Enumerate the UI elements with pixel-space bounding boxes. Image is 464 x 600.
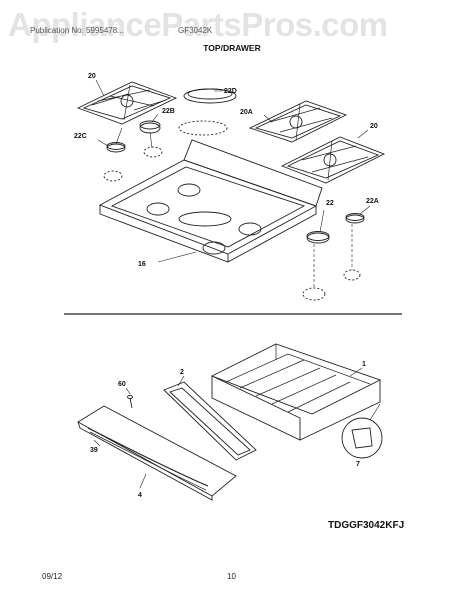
publication-number: Publication No: 5995478... — [30, 26, 124, 35]
screw-60 — [127, 395, 133, 409]
page-number: 10 — [227, 572, 236, 581]
model-header: GF3042K — [178, 26, 213, 35]
footer-date: 09/12 — [42, 572, 63, 581]
right-burner-grate-20a — [248, 100, 348, 143]
burner-head — [143, 146, 163, 158]
drawer-liner-frame-2 — [163, 381, 257, 461]
callout-60: 60 — [118, 381, 126, 388]
callout-7: 7 — [356, 461, 360, 468]
burner-head-front — [302, 287, 326, 301]
drawer-body-1 — [210, 343, 382, 441]
callout-4: 4 — [138, 492, 142, 499]
drawer-assembly — [77, 343, 383, 501]
callout-22b: 22B — [162, 108, 175, 115]
watermark: AppliancePartsPros.com — [8, 6, 388, 43]
callout-20a: 20A — [240, 109, 253, 116]
drawer-glide-detail — [341, 403, 383, 459]
oval-burner-head — [178, 120, 228, 136]
burner-head-left — [103, 170, 123, 182]
callout-20-left: 20 — [88, 73, 96, 80]
burner-cap-22b — [139, 120, 161, 134]
callout-22a: 22A — [366, 198, 379, 205]
section-title: TOP/DRAWER — [203, 43, 261, 53]
drawer-front-4 — [77, 405, 237, 501]
model-number: TDGGF3042KFJ — [328, 520, 405, 531]
left-burner-grate — [76, 81, 178, 125]
callout-22c: 22C — [74, 133, 87, 140]
callout-20-right: 20 — [370, 123, 378, 130]
callout-1: 1 — [362, 361, 366, 368]
burner-cap-22a — [345, 213, 365, 224]
callout-39: 39 — [90, 447, 98, 454]
oval-burner-cap — [183, 88, 237, 104]
right-burner-grate-20 — [280, 136, 386, 184]
callout-22: 22 — [326, 200, 334, 207]
main-top-16 — [98, 139, 323, 263]
burner-head-right — [343, 269, 361, 281]
callout-2: 2 — [180, 369, 184, 376]
callout-16: 16 — [138, 261, 146, 268]
top-assembly — [64, 79, 402, 315]
callout-22d: 22D — [224, 88, 237, 95]
burner-cap-22 — [306, 231, 330, 244]
